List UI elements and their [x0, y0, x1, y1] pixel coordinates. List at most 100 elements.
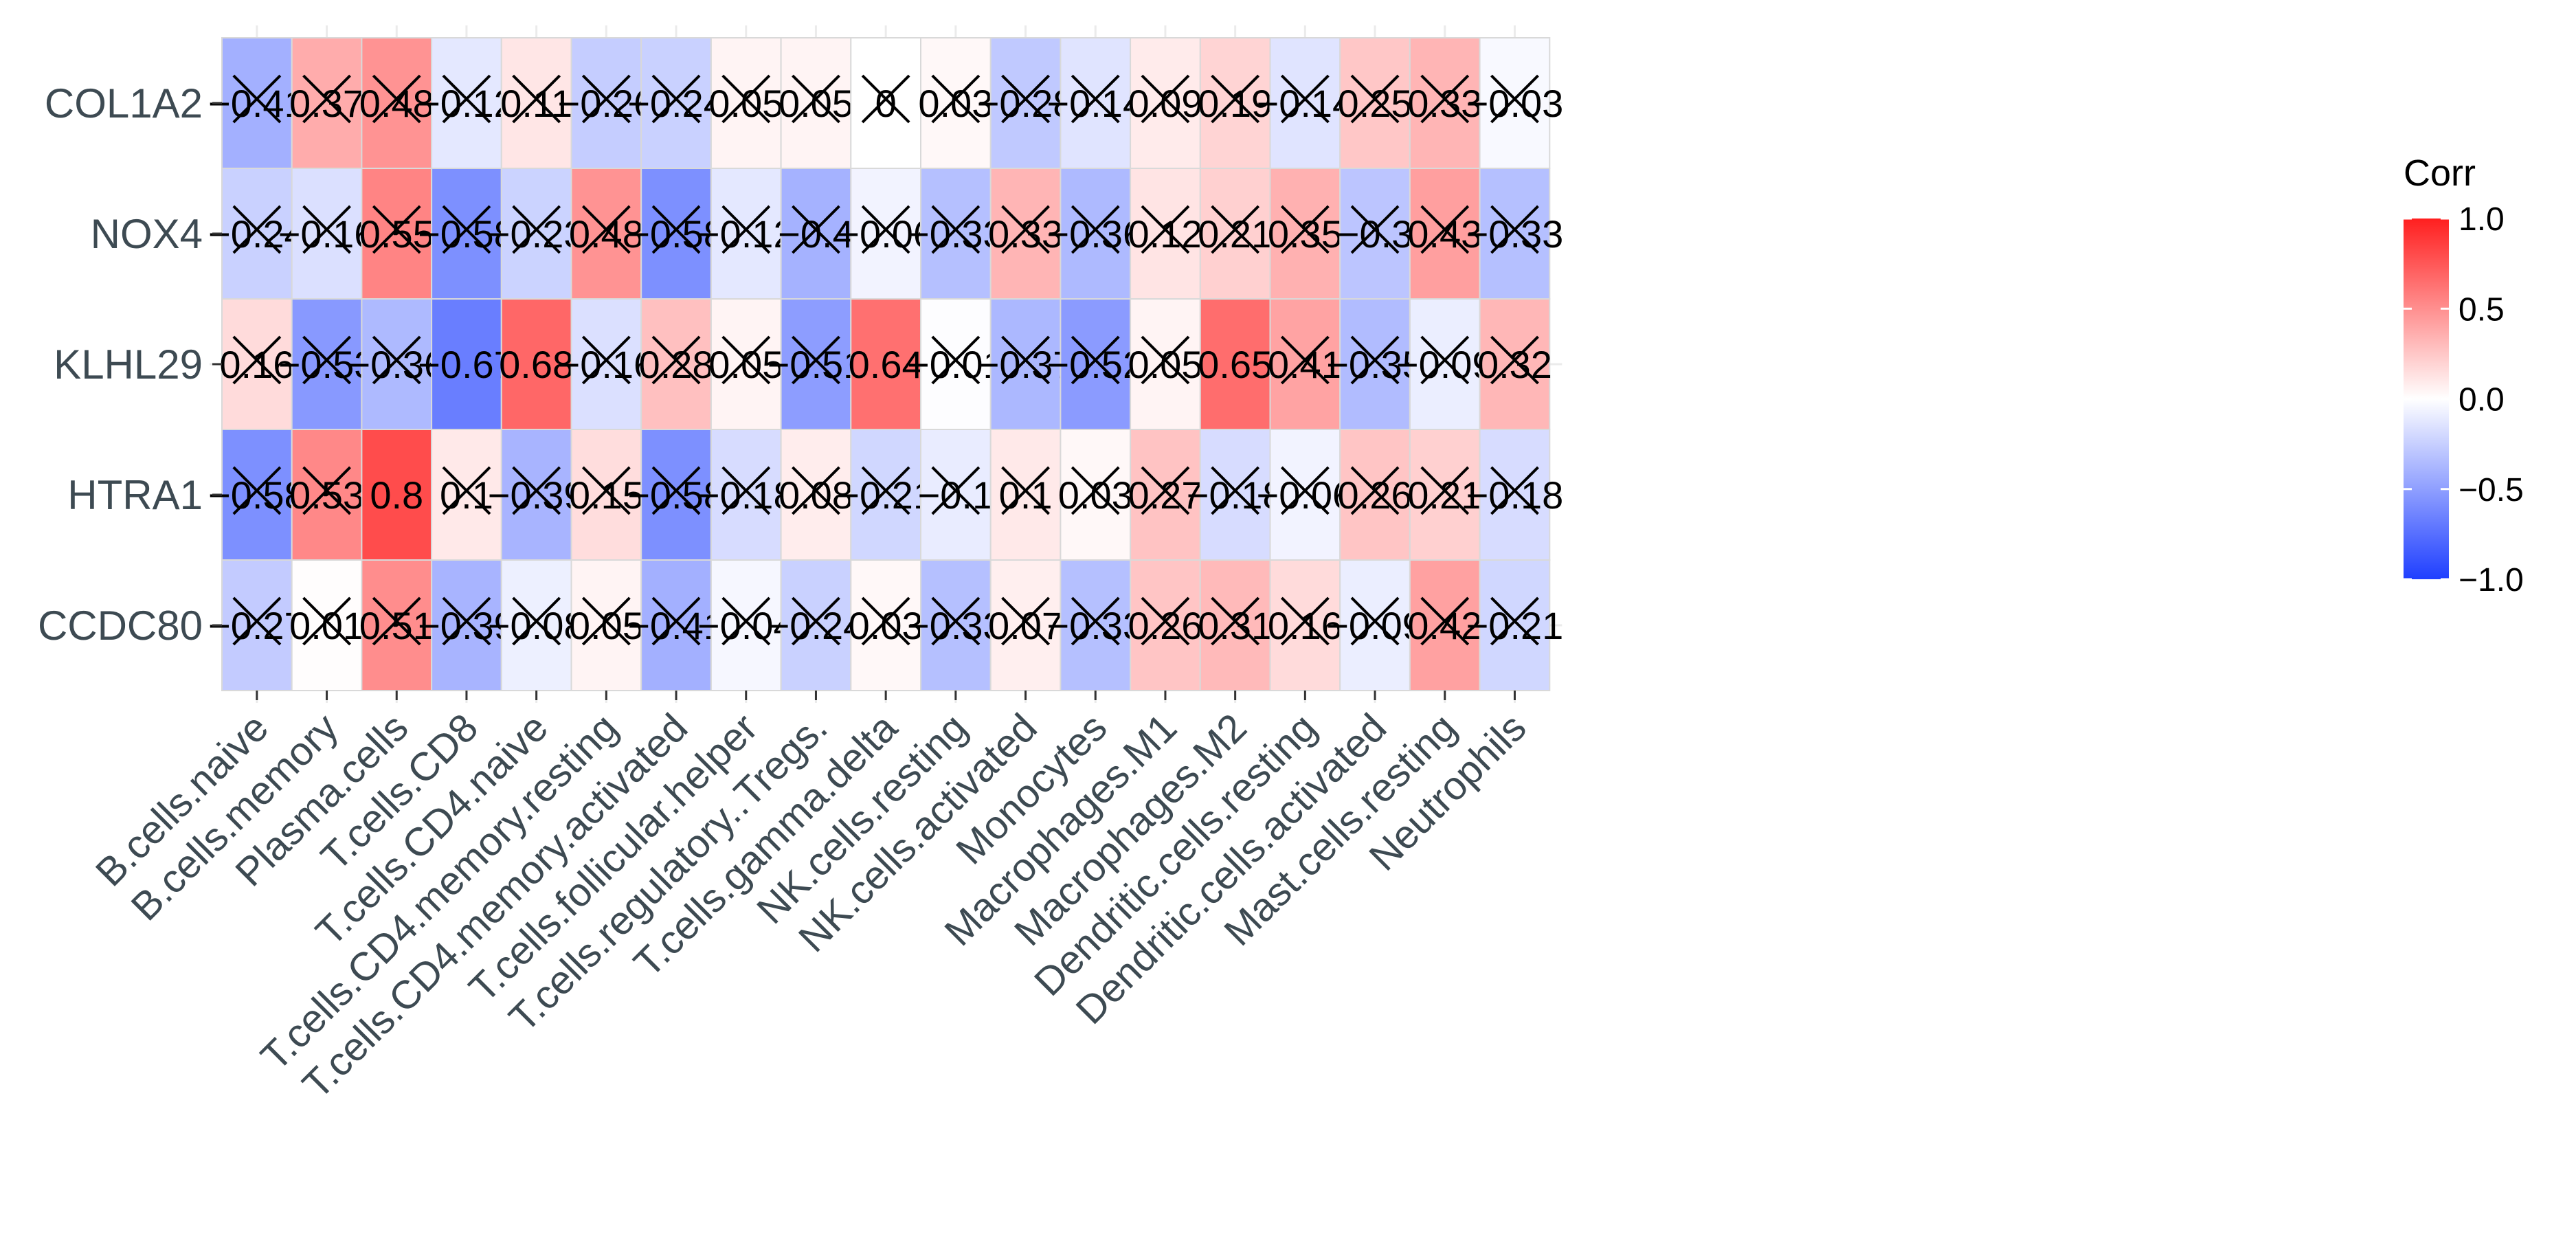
cross-mark-stroke: [792, 74, 840, 124]
heatmap-cell: −0.06: [1256, 429, 1354, 561]
cell-value: 0.12: [1128, 212, 1202, 256]
cell-value: −0.24: [208, 212, 306, 256]
legend-title: Corr: [2404, 153, 2476, 194]
cross-mark-stroke: [302, 596, 351, 646]
cell-value: −0.09: [1326, 604, 1424, 647]
cell-tile: [1060, 429, 1132, 561]
heatmap-cell: 0.65: [1198, 298, 1273, 430]
heatmap-cell: −0.35: [1326, 298, 1424, 430]
cell-value: 0.53: [289, 473, 364, 517]
cross-mark-stroke: [1280, 205, 1330, 254]
cell-value: −0.09: [1396, 343, 1494, 386]
cell-tile: [780, 559, 852, 691]
heatmap-cell: 0.03: [918, 37, 993, 169]
cross-mark-stroke: [931, 335, 981, 385]
cell-value: 0.37: [289, 82, 364, 125]
cross-mark-stroke: [232, 335, 282, 385]
cell-tile: [1339, 559, 1411, 691]
cell-tile: [710, 429, 782, 561]
cell-value: 0.05: [569, 604, 644, 647]
cross-mark-stroke: [512, 596, 561, 646]
cell-value: 0.03: [849, 604, 923, 647]
cell-value: 0.65: [1198, 343, 1273, 386]
legend-tick-label: 0.5: [2459, 291, 2505, 328]
cell-value: 0.11: [500, 82, 572, 125]
cell-value: 0.32: [1477, 343, 1552, 386]
cell-tile: [1479, 168, 1551, 300]
cell-value: 0.08: [779, 473, 853, 517]
cell-value: 0.51: [359, 604, 434, 647]
heatmap-cell: −0.39: [418, 559, 515, 691]
cell-value: −0.26: [557, 82, 655, 125]
cross-mark-stroke: [721, 466, 771, 515]
cell-value: −0.18: [1466, 473, 1564, 517]
cross-mark-stroke: [931, 466, 981, 515]
legend-tick-label: 1.0: [2459, 201, 2505, 238]
heatmap-cell: 0.64: [849, 298, 923, 430]
cross-mark-stroke: [512, 466, 561, 515]
cross-mark-stroke: [1490, 596, 1539, 646]
cell-tile: [710, 298, 782, 430]
cross-mark-stroke: [1211, 466, 1260, 515]
heatmap-cell: 0.12: [1128, 168, 1202, 300]
cell-value: −0.37: [977, 343, 1075, 386]
cell-tile: [361, 168, 433, 300]
cell-tile: [1130, 429, 1201, 561]
cross-mark-stroke: [1420, 74, 1470, 124]
cell-value: −0.33: [1046, 604, 1144, 647]
cell-tile: [989, 559, 1062, 691]
cell-value: −0.24: [627, 82, 725, 125]
heatmap-cell: 0.35: [1268, 168, 1343, 300]
cell-tile: [500, 168, 572, 300]
cross-mark-stroke: [232, 205, 282, 254]
cell-value: 0.05: [779, 82, 853, 125]
cross-mark-stroke: [861, 466, 910, 515]
cell-tile: [500, 429, 572, 561]
row-label: COL1A2: [45, 80, 203, 126]
cross-mark-stroke: [1211, 596, 1260, 646]
cross-mark-stroke: [302, 205, 351, 254]
heatmap-cell: −0.1: [918, 429, 994, 561]
heatmap-cell: 0.43: [1407, 168, 1482, 300]
cross-mark-stroke: [1001, 205, 1050, 254]
cell-value: −0.39: [418, 604, 515, 647]
cross-mark-stroke: [442, 74, 491, 124]
cell-value: 0.03: [1058, 473, 1133, 517]
cell-value: −0.12: [418, 82, 515, 125]
cross-mark-stroke: [651, 466, 701, 515]
cross-mark-stroke: [1490, 335, 1539, 385]
heatmap-cell: 0.28: [639, 298, 714, 430]
cross-mark-stroke: [1280, 596, 1330, 646]
cell-value: −0.53: [278, 343, 376, 386]
cell-value: −0.06: [837, 212, 934, 256]
legend-tick-label: −0.5: [2459, 472, 2524, 508]
cross-mark-stroke: [1490, 466, 1539, 515]
cell-tile: [920, 298, 992, 430]
cross-mark-stroke: [1350, 205, 1400, 254]
cell-tile: [780, 168, 852, 300]
cross-mark-stroke: [442, 596, 491, 646]
cell-tile: [989, 168, 1062, 300]
cell-value: −0.3: [1337, 212, 1413, 256]
cross-mark-stroke: [1350, 466, 1400, 515]
cell-tile: [1339, 298, 1411, 430]
cell-tile: [291, 37, 363, 169]
cross-mark-stroke: [232, 466, 282, 515]
heatmap-cell: −0.36: [348, 298, 445, 430]
heatmap-cell: −0.04: [697, 559, 795, 691]
cross-mark-stroke: [861, 74, 910, 124]
cell-tile: [570, 559, 642, 691]
legend-tick-label: −1.0: [2459, 562, 2524, 598]
cell-value: 0.28: [639, 343, 714, 386]
cell-value: −0.16: [557, 343, 655, 386]
cross-mark-stroke: [372, 335, 421, 385]
cell-tile: [989, 429, 1062, 561]
cell-value: 0.48: [569, 212, 644, 256]
heatmap-cell: −0.53: [278, 298, 376, 430]
cross-mark-stroke: [1350, 74, 1400, 124]
cell-tile: [1269, 168, 1341, 300]
cross-mark-stroke: [1280, 466, 1330, 515]
cell-value: −0.58: [627, 473, 725, 517]
